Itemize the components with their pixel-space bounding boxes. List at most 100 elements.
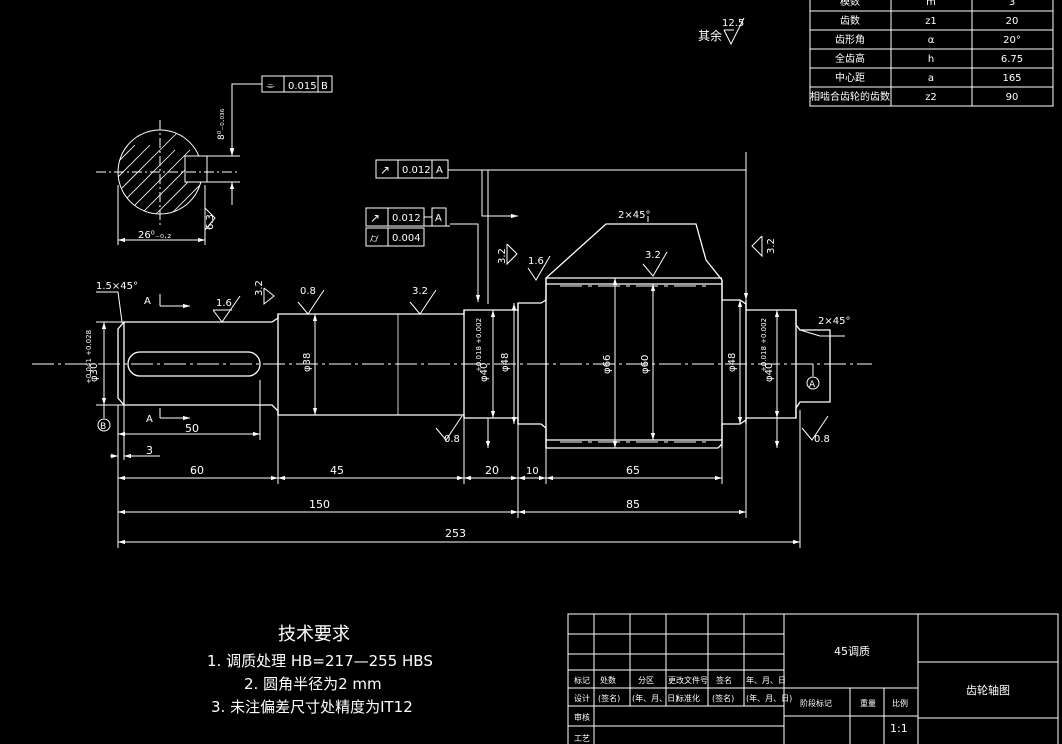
rest-value: 12.5 (722, 18, 744, 29)
dia-66: φ66 (602, 355, 613, 374)
tech-requirement-item: 2. 圆角半径为2 mm (244, 675, 382, 693)
tb-scale-value: 1:1 (890, 722, 908, 735)
gear-row-label: 中心距 (835, 71, 865, 84)
surface-annotations (96, 152, 845, 448)
roughness-3-2-d38: 3.2 (412, 286, 428, 297)
cylindricity-symbol: ⌭ (370, 231, 379, 245)
gear-row-label: 模数 (840, 0, 860, 8)
section-roughness: 6.3 (205, 214, 216, 230)
roughness-0-8-d40: 0.8 (444, 434, 460, 445)
gear-row-value: 90 (1006, 92, 1019, 103)
dia-40-right-tol: +0.018 +0.002 (760, 318, 768, 372)
gear-row-symbol: α (928, 35, 935, 46)
tech-requirement-item: 3. 未注偏差尺寸处精度为IT12 (211, 698, 413, 716)
roughness-3-2-right: 3.2 (766, 238, 777, 254)
chamfer-gear: 2×45° (618, 210, 650, 221)
dim-keyway-offset: 3 (146, 444, 153, 457)
chamfer-left: 1.5×45° (96, 281, 138, 292)
tb-design-cell: (年、月、日) (632, 693, 678, 703)
length-labels: 50 3 60 45 20 10 65 150 85 253 (146, 422, 640, 540)
tb-design-cell: (年、月、日) (746, 693, 792, 703)
gear-row-value: 165 (1002, 73, 1021, 84)
gear-parameter-table (809, 0, 1054, 107)
tech-requirement-item: 1. 调质处理 HB=217—255 HBS (207, 652, 433, 670)
dim-keyway-length: 50 (185, 422, 199, 435)
tb-design-cell: 标准化 (676, 693, 700, 703)
dim-20: 20 (485, 464, 499, 477)
gear-row-value: 20 (1006, 16, 1019, 27)
rest-label: 其余 (698, 28, 722, 43)
gear-row-value: 3 (1009, 0, 1015, 8)
dia-48-left: φ48 (500, 353, 511, 372)
datum-a: A (809, 380, 816, 390)
tb-process-label: 工艺 (574, 734, 590, 743)
tb-row-label: 年、月、日 (746, 675, 786, 685)
tb-row-label: 更改文件号 (668, 675, 708, 685)
tb-review-label: 审核 (574, 712, 590, 722)
length-dimensions (110, 380, 801, 548)
tb-material: 45调质 (834, 645, 870, 658)
gear-row-value: 6.75 (1001, 54, 1023, 65)
tb-row-label: 分区 (638, 676, 654, 685)
chamfer-right: 2×45° (818, 316, 850, 327)
title-block (567, 613, 1059, 744)
roughness-1-6-gear: 1.6 (528, 256, 544, 267)
tb-design-cell: 设计 (574, 693, 590, 703)
keyway-section-view: 8⁰₋₀.₀₃₆ 26⁰₋₀.₂ 6.3 ⌯ 0.015 B (96, 75, 333, 245)
tb-row-label: 处数 (600, 675, 616, 685)
gear-row-symbol: m (926, 0, 936, 8)
annotation-labels: 1.5×45° A A 1.6 3.2 0.8 3.2 0.8 3.2 1.6 … (96, 210, 850, 445)
gear-row-symbol: z1 (925, 16, 937, 27)
shaft-outline (117, 223, 831, 449)
runout-top-symbol: ↗ (380, 163, 390, 177)
dim-10: 10 (526, 466, 539, 477)
dia-30-tol: +0.041 +0.028 (85, 330, 93, 384)
runout-frames: ↗ 0.012 A ↗ 0.012 A ⌭ 0.004 (365, 159, 468, 247)
tb-row-label: 签名 (716, 675, 732, 685)
dia-30: φ30 (89, 363, 100, 382)
tb-design-cell: (签名) (598, 693, 620, 703)
roughness-1-6-left: 1.6 (216, 298, 232, 309)
tb-design-cell: (签名) (712, 693, 734, 703)
roughness-3-2-step: 3.2 (254, 280, 265, 296)
tb-row-label: 标记 (574, 675, 590, 685)
tech-requirements-title: 技术要求 (278, 624, 350, 645)
dim-65: 65 (626, 464, 640, 477)
symmetry-symbol: ⌯ (266, 79, 275, 92)
runout-left-symbol: ↗ (370, 211, 380, 225)
rest-roughness-mark: 其余 12.5 (698, 17, 745, 46)
tb-part-name: 齿轮轴图 (966, 683, 1010, 697)
tb-scale-label: 比例 (892, 698, 908, 708)
gear-row-label: 全齿高 (835, 52, 865, 65)
tb-stage-label: 阶段标记 (800, 698, 832, 708)
gear-row-symbol: h (928, 54, 934, 65)
gear-row-label: 相啮合齿轮的齿数 (810, 90, 890, 103)
gear-row-symbol: a (928, 73, 934, 84)
cylindricity-value: 0.004 (392, 233, 421, 244)
runout-left-datum: A (435, 213, 442, 224)
dia-40-right: φ40 (764, 363, 775, 382)
section-a-bottom: A (146, 414, 153, 425)
runout-top-datum: A (436, 165, 443, 176)
runout-top-value: 0.012 (402, 165, 431, 176)
section-a-top: A (144, 296, 151, 307)
dim-60: 60 (190, 464, 204, 477)
tb-weight-label: 重量 (860, 698, 876, 708)
diameter-dimensions (96, 278, 780, 448)
roughness-3-2-vertical: 3.2 (497, 248, 508, 264)
dim-150: 150 (309, 498, 330, 511)
datum-b: B (100, 422, 106, 432)
dim-45: 45 (330, 464, 344, 477)
roughness-0-8-d38: 0.8 (300, 286, 316, 297)
symmetry-datum: B (321, 81, 328, 92)
dia-40-left-tol: +0.018 +0.002 (475, 318, 483, 372)
title-block-text: 标记 处数 分区 更改文件号 签名 年、月、日 设计 (签名) (年、月、日) … (574, 645, 1010, 743)
gear-row-value: 20° (1003, 35, 1021, 46)
dia-60: φ60 (640, 355, 651, 374)
gear-table-text: 模数 m 3 齿数 z1 20 齿形角 α 20° 全齿高 h 6.75 中心距… (810, 0, 1023, 103)
dia-48-right: φ48 (727, 353, 738, 372)
dia-40-left: φ40 (479, 363, 490, 382)
dia-38: φ38 (302, 353, 313, 372)
